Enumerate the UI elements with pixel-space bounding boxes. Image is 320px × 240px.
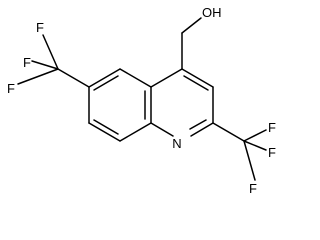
molecule-canvas: OH N F F F F F F <box>7 5 276 196</box>
bond-cf3-f-bottom <box>17 68 59 85</box>
bond-c7-c8 <box>88 122 121 142</box>
bond-c4a-c5 <box>119 68 152 88</box>
bond-cf3-f-top <box>42 34 59 70</box>
bond-c2-n1-inner <box>189 119 207 130</box>
bond-c5-c6-inner <box>93 75 119 91</box>
bond-c4-c4a <box>150 68 183 88</box>
bond-cf3-f-left <box>31 60 59 70</box>
bond-c8-c8a <box>119 122 152 142</box>
bond-cf3-f-lower <box>243 140 256 181</box>
bond-ch2-o <box>181 17 202 34</box>
bond-c4-c3-inner <box>183 75 209 91</box>
bond-c4-c3 <box>181 68 214 88</box>
nitrogen-label: N <box>172 136 181 151</box>
structure-drawing: OH N F F F F F F <box>7 5 276 196</box>
bond-c2-n1 <box>190 122 214 137</box>
fluorine-label-right-lower: F <box>249 181 257 196</box>
fluorine-label-left-bottom: F <box>7 81 15 96</box>
fluorine-label-left-top: F <box>36 20 44 35</box>
bond-cf3-f-upper <box>243 129 267 142</box>
fluorine-label-right-upper: F <box>268 120 276 135</box>
bond-n1-c8a <box>150 122 174 137</box>
bond-c5-c6 <box>88 68 121 88</box>
fluorine-label-right-mid: F <box>268 145 276 160</box>
hydroxyl-label: OH <box>202 5 222 20</box>
fluorine-label-left-mid: F <box>23 55 31 70</box>
bond-c2-cf3 <box>212 122 245 142</box>
bond-cf3-f-right <box>243 140 267 151</box>
bond-c6-cf3 <box>57 68 90 88</box>
bond-c7-c8-inner <box>93 119 119 135</box>
